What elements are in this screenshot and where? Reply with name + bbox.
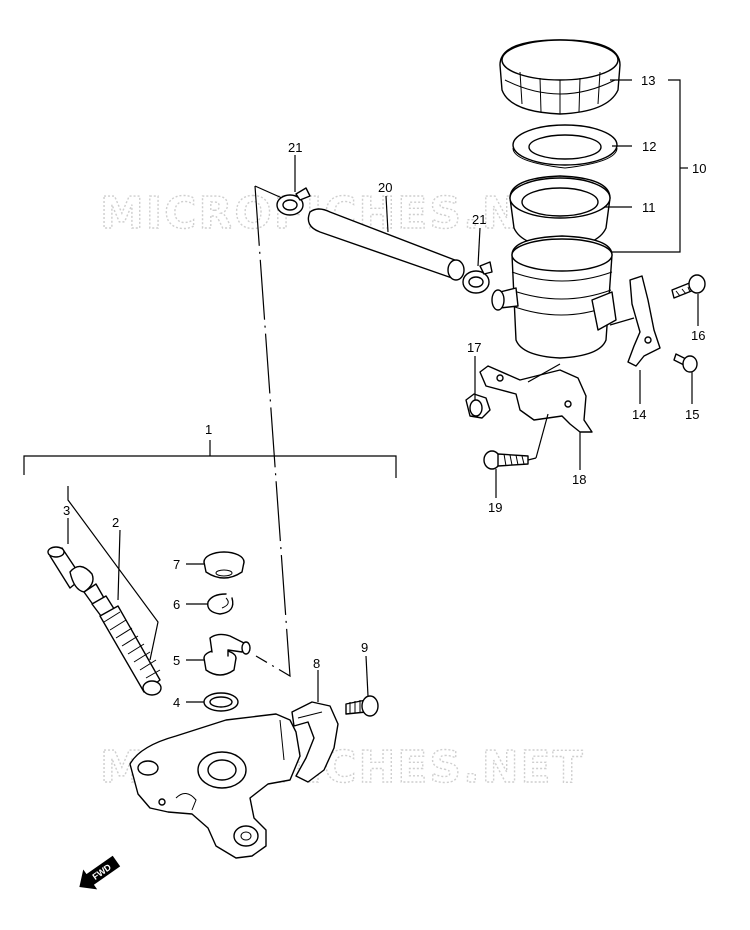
callout-1: 1 (205, 422, 212, 437)
bolt-16 (671, 274, 706, 299)
circlip-6 (207, 593, 234, 615)
nut-17 (465, 393, 491, 419)
reservoir-stay (479, 363, 593, 459)
bolt-19 (483, 450, 537, 470)
callout-17: 17 (467, 340, 481, 355)
routing-line (254, 185, 291, 678)
piston-leader (67, 486, 159, 661)
screw-15 (673, 353, 698, 373)
callout-16: 16 (691, 328, 705, 343)
reservoir-hose (307, 208, 465, 281)
hose-clamp-upper (276, 187, 311, 216)
spring-2 (99, 605, 162, 696)
hose-clamp-lower (462, 261, 493, 294)
callout-15: 15 (685, 407, 699, 422)
master-cylinder-body (129, 713, 301, 859)
callout-10: 10 (692, 161, 706, 176)
reservoir-body (491, 235, 617, 359)
bolt-9 (345, 695, 379, 717)
leader-lines (67, 79, 699, 703)
callout-21-lower: 21 (472, 212, 486, 227)
piston-set-3 (47, 546, 117, 621)
handlebar-holder-8 (291, 670, 339, 783)
callout-13: 13 (641, 73, 655, 88)
boot-7 (203, 551, 245, 579)
diaphragm (509, 175, 611, 249)
callout-11: 11 (642, 200, 656, 215)
callout-18: 18 (572, 472, 586, 487)
callout-19: 19 (488, 500, 502, 515)
callout-3: 3 (63, 503, 70, 518)
bracket-reservoir-10 (608, 79, 688, 253)
reservoir-clamp-bracket (609, 275, 661, 367)
diaphragm-plate (512, 124, 618, 169)
callout-labels: 1 2 3 4 5 6 7 8 9 10 11 12 13 14 15 16 1… (63, 73, 706, 710)
callout-8: 8 (313, 656, 320, 671)
callout-9: 9 (361, 640, 368, 655)
callout-21-upper: 21 (288, 140, 302, 155)
callout-12: 12 (642, 139, 656, 154)
callout-2: 2 (112, 515, 119, 530)
callout-20: 20 (378, 180, 392, 195)
bracket-assembly-1 (23, 440, 397, 478)
callout-14: 14 (632, 407, 646, 422)
callout-5: 5 (173, 653, 180, 668)
o-ring-4 (203, 692, 239, 712)
callout-6: 6 (173, 597, 180, 612)
fwd-arrow-icon: FWD (79, 855, 121, 890)
union-connector-5 (203, 633, 251, 676)
routing-line-top (254, 185, 283, 199)
callout-4: 4 (173, 695, 180, 710)
callout-7: 7 (173, 557, 180, 572)
reservoir-cap (499, 39, 621, 115)
